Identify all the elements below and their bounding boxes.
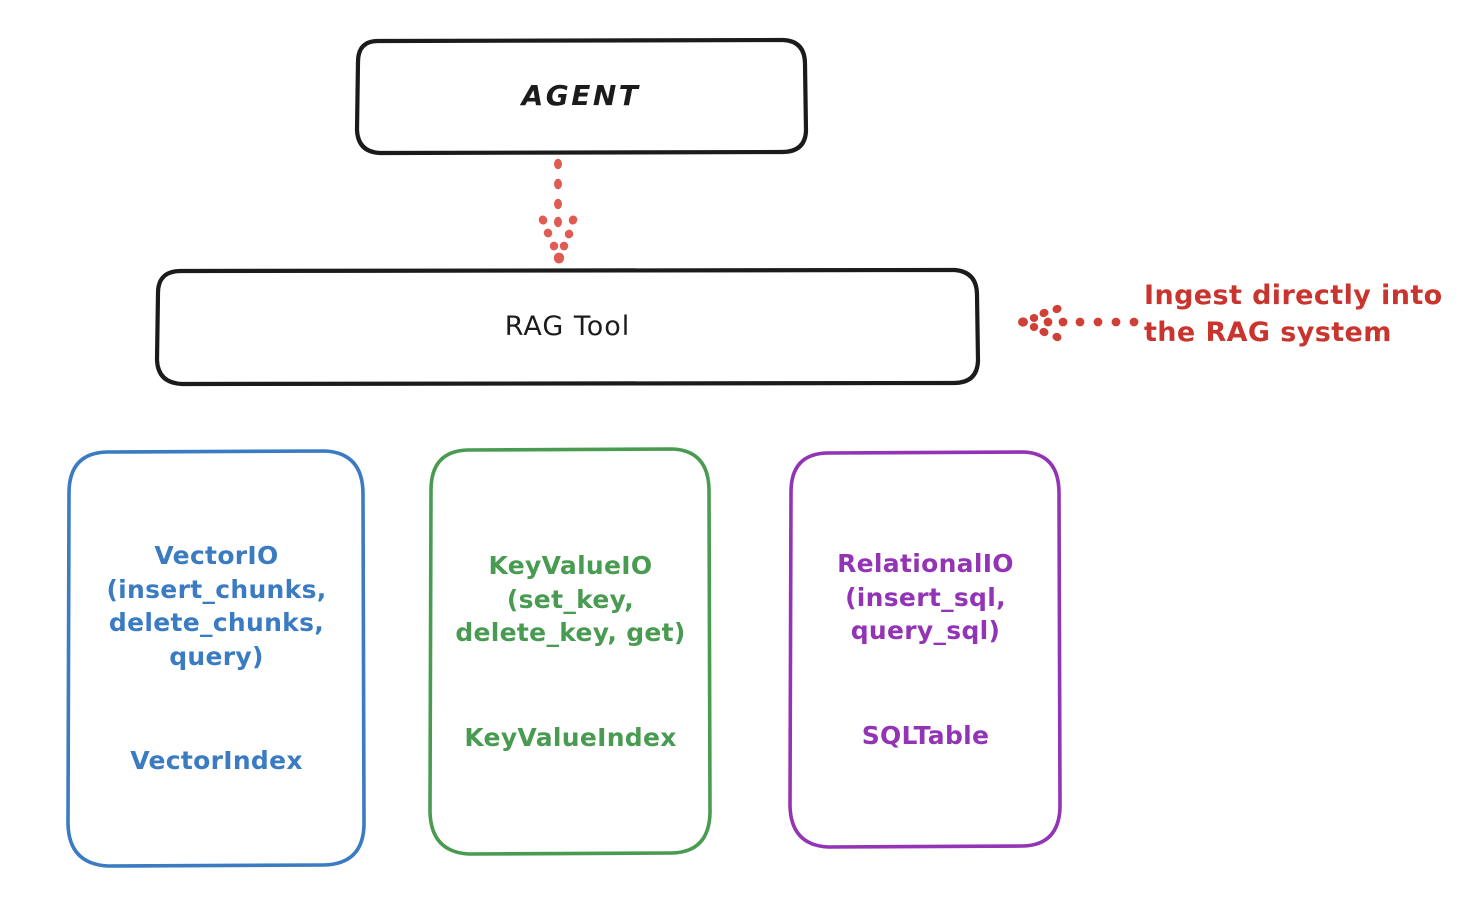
node-relational-io-primary: RelationalIO (insert_sql, query_sql) <box>837 549 1014 645</box>
node-agent-label: AGENT <box>521 79 641 113</box>
arrow-ingest-to-rag-tool <box>1018 304 1139 342</box>
node-vector-io-secondary: VectorIndex <box>130 746 303 776</box>
node-vector-io[interactable]: VectorIO (insert_chunks, delete_chunks, … <box>66 449 367 868</box>
node-agent[interactable]: AGENT <box>354 37 809 156</box>
node-relational-io-secondary: SQLTable <box>861 720 990 750</box>
node-vector-io-primary: VectorIO (insert_chunks, delete_chunks, … <box>106 541 327 671</box>
node-key-value-io-primary: KeyValueIO (set_key, delete_key, get) <box>455 551 686 647</box>
node-relational-io[interactable]: RelationalIO (insert_sql, query_sql) SQL… <box>788 450 1063 849</box>
node-key-value-io[interactable]: KeyValueIO (set_key, delete_key, get) Ke… <box>428 447 713 856</box>
node-vector-io-text: VectorIO (insert_chunks, delete_chunks, … <box>106 506 326 812</box>
node-rag-tool[interactable]: RAG Tool <box>154 267 981 387</box>
annotation-ingest-directly: Ingest directly into the RAG system <box>1144 280 1443 348</box>
node-relational-io-text: RelationalIO (insert_sql, query_sql) SQL… <box>837 514 1014 786</box>
node-rag-tool-label: RAG Tool <box>504 311 631 343</box>
node-key-value-io-text: KeyValueIO (set_key, delete_key, get) Ke… <box>455 516 685 788</box>
arrow-agent-to-rag-tool <box>538 158 578 264</box>
node-key-value-io-secondary: KeyValueIndex <box>464 722 677 752</box>
